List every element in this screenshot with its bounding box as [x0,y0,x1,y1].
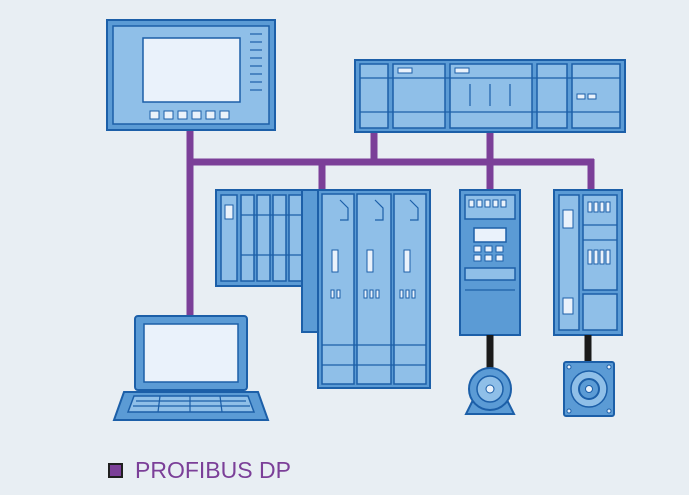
legend: PROFIBUS DP [108,459,291,482]
engineering-laptop-icon [112,315,270,421]
multi-axis-servo-drive-icon [301,189,431,389]
motor-cables [486,335,592,372]
hmi-touch-panel-icon [106,19,276,131]
frequency-converter-icon [459,189,521,336]
servo-motor-icon [563,361,615,417]
servo-drive-icon [553,189,623,336]
plc-controller-icon [354,59,626,133]
asynchronous-motor-icon [464,367,516,415]
legend-label-profibus-dp: PROFIBUS DP [135,457,291,483]
profibus-bus-lines [186,130,595,322]
legend-swatch [108,463,123,478]
